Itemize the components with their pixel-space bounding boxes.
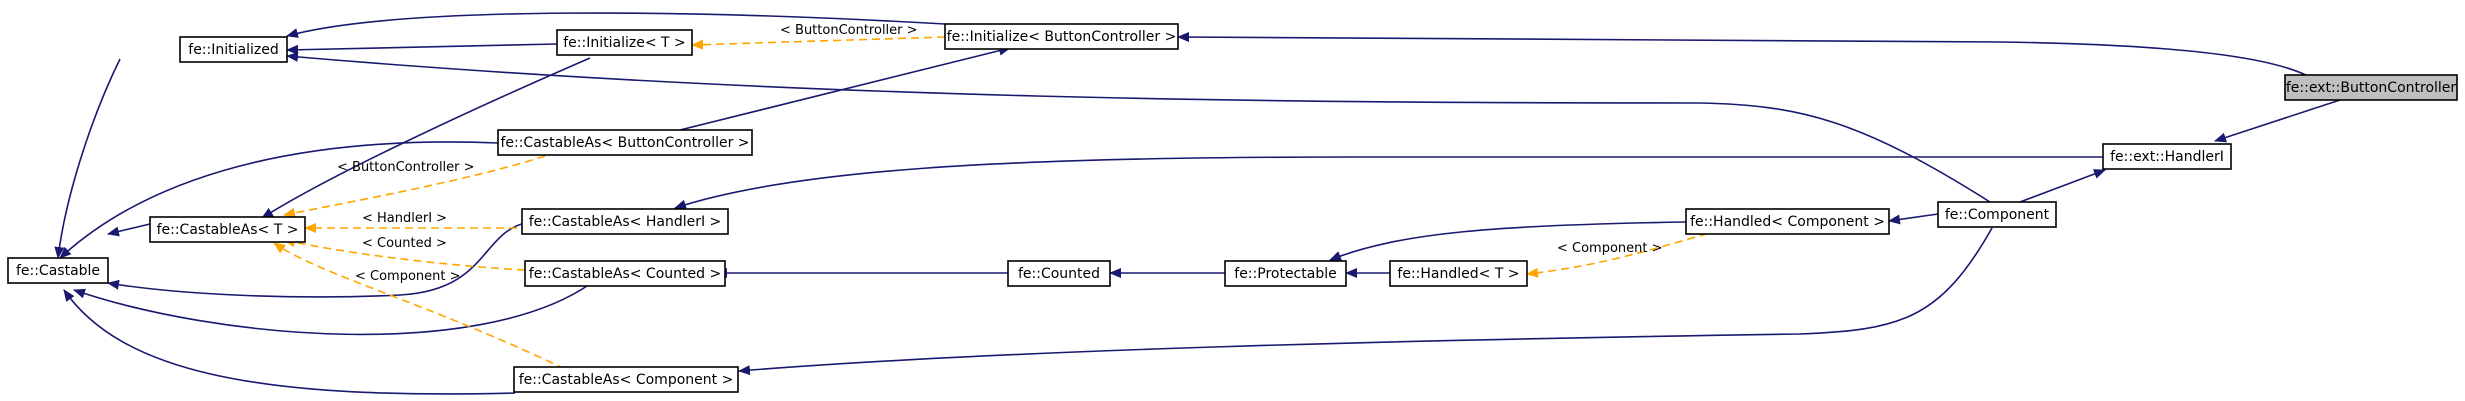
node-label: fe::Component xyxy=(1945,207,2050,223)
edge-initialized-to-castable xyxy=(54,58,121,259)
node-label: fe::CastableAs< T > xyxy=(157,222,299,238)
edge-labels: < ButtonController > < ButtonController … xyxy=(337,23,1663,284)
edge-castableas-buttoncontroller-to-initialize-buttoncontroller xyxy=(679,45,1011,131)
nodes: fe::Castable fe::Initialized fe::Castabl… xyxy=(7,23,2458,393)
edge-component-to-castableas-component xyxy=(738,227,1993,376)
edge-label-handled-component: < Component > xyxy=(1557,241,1663,256)
node-fe-castableas-counted[interactable]: fe::CastableAs< Counted > xyxy=(524,260,726,287)
edge-template-castableas-component xyxy=(273,242,566,370)
edge-label-castableas-handleri: < HandlerI > xyxy=(362,211,447,226)
edge-castableas-counted-to-castable xyxy=(73,283,591,336)
edge-template-initialize-buttoncontroller xyxy=(691,36,946,50)
edge-template-castableas-counted xyxy=(283,237,526,271)
node-fe-castableas-t[interactable]: fe::CastableAs< T > xyxy=(149,216,306,243)
node-fe-castable[interactable]: fe::Castable xyxy=(7,257,109,284)
node-fe-handled-t[interactable]: fe::Handled< T > xyxy=(1389,260,1528,287)
node-fe-castableas-buttoncontroller[interactable]: fe::CastableAs< ButtonController > xyxy=(497,129,753,156)
node-fe-component[interactable]: fe::Component xyxy=(1937,201,2057,228)
edge-label-castableas-buttoncontroller: < ButtonController > xyxy=(337,160,475,175)
node-label: fe::Counted xyxy=(1018,266,1100,282)
edge-template-handled-component xyxy=(1526,229,1721,278)
edge-label-castableas-counted: < Counted > xyxy=(362,236,447,251)
edge-buttoncontroller-to-initialize-buttoncontroller xyxy=(1177,32,2326,89)
edge-buttoncontroller-to-handleri xyxy=(2214,99,2341,143)
node-fe-ext-handleri[interactable]: fe::ext::HandlerI xyxy=(2102,143,2232,170)
node-label: fe::Handled< Component > xyxy=(1690,214,1885,230)
node-label: fe::Initialize< ButtonController > xyxy=(947,29,1177,45)
node-fe-castableas-component[interactable]: fe::CastableAs< Component > xyxy=(513,366,739,393)
node-fe-castableas-handleri[interactable]: fe::CastableAs< HandlerI > xyxy=(521,208,729,235)
edge-component-to-handleri xyxy=(2019,169,2106,203)
edge-handled-component-to-protectable xyxy=(1329,221,1687,261)
edge-handleri-to-castableas-handleri xyxy=(674,156,2103,210)
node-label: fe::Handled< T > xyxy=(1397,266,1519,282)
node-fe-protectable[interactable]: fe::Protectable xyxy=(1224,260,1347,287)
edge-label-initialize-buttoncontroller: < ButtonController > xyxy=(780,23,918,38)
node-label: fe::ext::HandlerI xyxy=(2110,149,2224,165)
edge-initialize-t-to-initialized xyxy=(286,43,558,55)
node-label: fe::CastableAs< Component > xyxy=(519,372,734,388)
node-fe-ext-buttoncontroller[interactable]: fe::ext::ButtonController xyxy=(2284,74,2458,101)
edge-initialize-buttoncontroller-to-initialized xyxy=(286,12,946,38)
node-fe-initialized[interactable]: fe::Initialized xyxy=(179,36,288,63)
node-label: fe::CastableAs< ButtonController > xyxy=(500,135,749,151)
node-fe-counted[interactable]: fe::Counted xyxy=(1007,260,1111,287)
edge-template-castableas-buttoncontroller xyxy=(283,155,546,218)
node-fe-handled-component[interactable]: fe::Handled< Component > xyxy=(1685,208,1890,235)
node-label: fe::Initialized xyxy=(188,42,278,58)
edge-component-to-handled-component xyxy=(1888,213,1939,225)
edge-initialize-t-to-castableas-t xyxy=(261,57,591,219)
edge-castableas-t-to-castable xyxy=(107,223,151,237)
edge-castableas-component-to-castable xyxy=(63,289,516,395)
edges xyxy=(54,12,2341,395)
edge-component-to-initialized xyxy=(286,51,1991,203)
node-fe-initialize-buttoncontroller[interactable]: fe::Initialize< ButtonController > xyxy=(944,23,1179,50)
node-label: fe::Protectable xyxy=(1234,266,1336,282)
node-label: fe::Castable xyxy=(16,263,100,279)
node-label: fe::CastableAs< HandlerI > xyxy=(529,214,722,230)
node-label: fe::CastableAs< Counted > xyxy=(529,266,721,282)
node-label: fe::Initialize< T > xyxy=(563,35,685,51)
edge-castableas-buttoncontroller-to-castable xyxy=(59,141,499,259)
edge-label-castableas-component: < Component > xyxy=(355,269,461,284)
node-label: fe::ext::ButtonController xyxy=(2286,80,2457,96)
node-fe-initialize-t[interactable]: fe::Initialize< T > xyxy=(556,29,693,56)
